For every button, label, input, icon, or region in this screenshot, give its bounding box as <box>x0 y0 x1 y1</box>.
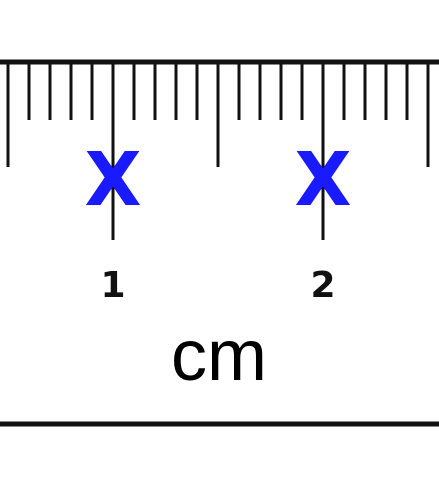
ruler-number-1: 1 <box>100 265 125 306</box>
ruler-ticks <box>6 62 430 240</box>
unit-label: cm <box>171 316 267 396</box>
measurement-mark-1: X <box>84 137 141 223</box>
ruler-number-2: 2 <box>310 265 335 306</box>
measurement-mark-2: X <box>294 137 351 223</box>
